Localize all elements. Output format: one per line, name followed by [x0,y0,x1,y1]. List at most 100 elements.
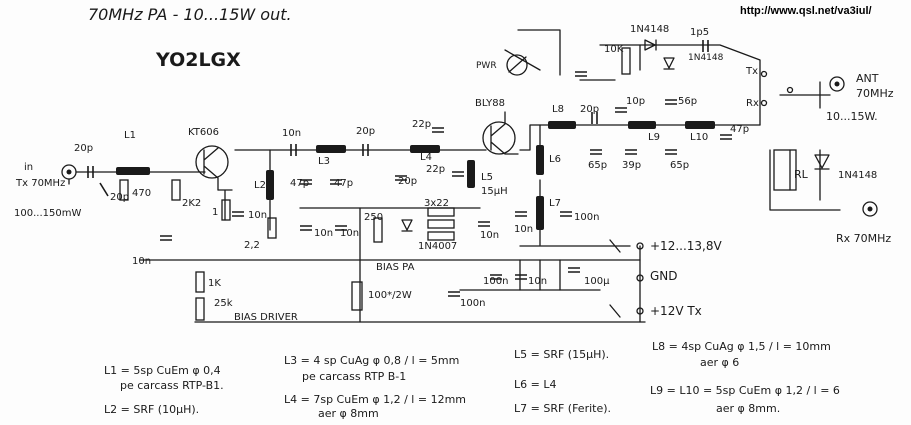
label-c20p-d: 20p [398,176,417,187]
label-c22p-a: 22p [412,119,431,130]
label-c65p-b: 65p [670,160,689,171]
label-l6: L6 [549,154,561,165]
label-c10p: 10p [626,96,645,107]
label-c10n-f: 10n [480,230,499,241]
label-r250: 250 [364,212,383,223]
label-tx-switch: Tx [745,66,758,77]
note-l2: L2 = SRF (10µH). [104,403,199,416]
label-c100n-b: 100n [483,276,508,287]
label-c100n-a: 100n [574,212,599,223]
label-bias-driver: BIAS DRIVER [234,312,298,323]
label-tx12: +12V Tx [650,304,702,318]
label-d-b: 1N4148 [688,53,724,63]
label-l9: L9 [648,132,660,143]
label-l7: L7 [549,198,561,209]
label-c20p-e: 20p [580,104,599,115]
author-callsign: YO2LGX [155,49,241,71]
label-c10n-d: 10n [340,228,359,239]
label-r25k: 25k [214,298,233,309]
label-pwr: PWR [476,61,497,71]
label-rx-switch: Rx [746,98,759,109]
ant-connector [829,76,845,92]
label-q1: KT606 [188,127,219,138]
label-c20p-b: 20p [110,192,129,203]
label-c10n-top: 10n [282,128,301,139]
rx-connector [862,201,878,217]
label-d-a: 1N4148 [630,24,669,35]
capacitors [87,40,732,297]
label-c10n-g: 10n [514,224,533,235]
source-url[interactable]: http://www.qsl.net/va3iul/ [740,5,872,17]
note-l9: L9 = L10 = 5sp CuEm φ 1,2 / l = 6 [650,384,840,397]
label-gnd: GND [650,269,678,283]
label-d-c: 1N4148 [838,170,877,181]
resistors [119,47,797,321]
label-c100n-c: 100n [460,298,485,309]
input-power-label: 100...150mW [14,208,81,219]
input-label-tx: Tx 70MHz [15,178,65,189]
note-l5: L5 = SRF (15µH). [514,348,609,361]
label-c10n-c: 10n [314,228,333,239]
label-r470: 470 [132,188,151,199]
label-c47p-a: 47p [290,178,309,189]
label-r100: 100*/2W [368,290,412,301]
label-l1: L1 [124,130,136,141]
note-l8: L8 = 4sp CuAg φ 1,5 / l = 10mm [652,340,831,353]
transistor-q2 [482,111,519,155]
label-l2: L2 [254,180,266,191]
pwr-meter [506,54,528,76]
label-relay: RL [794,168,809,181]
transistor-q1 [195,145,229,191]
label-r1: 1 [212,207,218,218]
label-ant: ANT [856,72,879,85]
label-r10k: 10K [604,44,624,55]
label-d1: 1N4007 [418,241,457,252]
coil-notes: L1 = 5sp CuEm φ 0,4 pe carcass RTP-B1. L… [104,340,840,420]
label-c39p: 39p [622,160,641,171]
label-ant-power: 10...15W. [826,110,878,123]
label-supply: +12...13,8V [650,239,722,253]
diodes [401,39,830,232]
label-l4: L4 [420,152,432,163]
diagram-title: 70MHz PA - 10...15W out. [88,5,292,24]
label-rx-out: Rx 70MHz [836,232,891,245]
label-c47p-c: 47p [730,124,749,135]
label-l8: L8 [552,104,564,115]
label-c10n-a: 10n [132,256,151,267]
label-c22p-b: 22p [426,164,445,175]
note-l3: L3 = 4 sp CuAg φ 0,8 / l = 5mm [284,354,459,367]
label-r22: 2,2 [244,240,260,251]
component-labels: KT606 BLY88 20p 20p L1 470 2K2 10n 1 10n… [74,24,877,309]
label-r3x22: 3x22 [424,198,449,209]
label-bias-pa: BIAS PA [376,262,415,273]
input-label-in: in [24,162,33,173]
label-ant-freq: 70MHz [856,87,894,100]
label-l5: L5 [481,172,493,183]
note-l3-carcass: pe carcass RTP B-1 [302,370,406,383]
label-c1p5: 1p5 [690,27,709,38]
supply-terminals [609,70,794,318]
label-l3: L3 [318,156,330,167]
label-l10: L10 [690,132,708,143]
label-c10n-b: 10n [248,210,267,221]
note-l1: L1 = 5sp CuEm φ 0,4 [104,364,221,377]
note-l8-air: aer φ 6 [700,356,739,369]
label-c20p-c: 20p [356,126,375,137]
note-l4: L4 = 7sp CuEm φ 1,2 / l = 12mm [284,393,466,406]
label-l5-val: 15µH [481,186,508,197]
note-l4-air: aer φ 8mm [318,407,379,420]
label-c20p-a: 20p [74,143,93,154]
note-l6: L6 = L4 [514,378,556,391]
label-q2: BLY88 [475,98,505,109]
note-l1-carcass: pe carcass RTP-B1. [120,379,224,392]
label-c47p-b: 47p [334,178,353,189]
inductors [116,121,715,230]
label-r2k2: 2K2 [182,198,201,209]
note-l7: L7 = SRF (Ferite). [514,402,611,415]
note-l9-air: aer φ 8mm. [716,402,780,415]
label-c100u: 100µ [584,276,610,287]
label-c56p: 56p [678,96,697,107]
label-r1k: 1K [208,278,221,289]
